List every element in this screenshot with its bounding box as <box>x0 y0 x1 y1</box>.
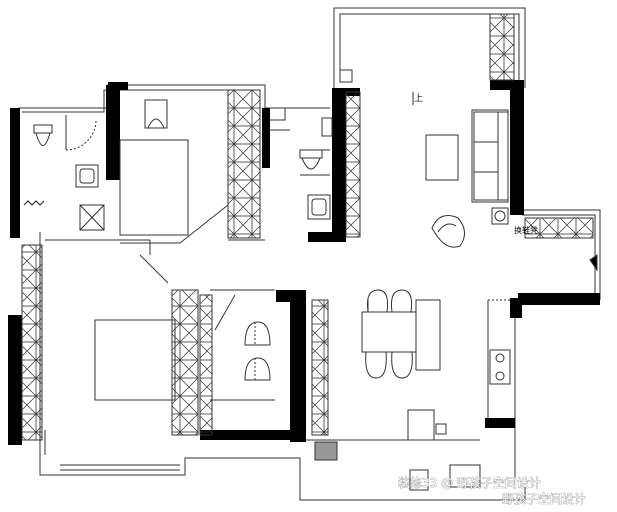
living-room <box>339 69 509 248</box>
chair-top-a <box>367 289 389 313</box>
toilet-1-tank <box>33 124 53 134</box>
armchair <box>431 215 465 248</box>
cabinet-bath1 <box>79 204 105 231</box>
watermark-line-1: 装修33 @ 野孩子空间设计 <box>398 475 541 490</box>
hatched-corner <box>314 441 338 461</box>
sofa-cushion-2 <box>473 141 499 173</box>
wardrobe-mid-a <box>171 289 199 436</box>
wall-balcony-corner <box>490 80 524 90</box>
chair-top-1 <box>147 118 165 129</box>
toilet-2-bowl <box>301 157 321 170</box>
study-chair-1 <box>244 321 271 346</box>
stove <box>489 349 511 385</box>
bed-master <box>94 319 176 401</box>
sofa-base <box>471 109 509 203</box>
study <box>244 321 271 381</box>
cabinet-kitchen <box>524 217 594 239</box>
sink-2-basin <box>311 198 327 216</box>
counter-item <box>435 423 447 435</box>
bathroom-1 <box>23 115 105 231</box>
cabinet-dining <box>311 299 329 436</box>
sink-2 <box>307 194 331 220</box>
wall-kitchen-right <box>510 298 522 318</box>
wall-right-bottom <box>485 418 515 428</box>
wall-kitchen-top <box>518 293 600 305</box>
dining-table <box>361 311 417 353</box>
master-bedroom <box>44 319 176 455</box>
sofa-cushion-1 <box>473 111 499 143</box>
bedroom-1 <box>119 99 189 236</box>
coffee-table <box>425 134 459 181</box>
side-table <box>491 207 509 225</box>
wall-bath2-bottom <box>308 232 346 242</box>
sink-1-basin <box>79 168 95 184</box>
chair-top-b <box>391 289 413 313</box>
wardrobe-mid-b <box>199 294 213 436</box>
watermark-line-2: 野孩子空间设计 <box>502 492 586 506</box>
wardrobe-balcony <box>489 13 515 81</box>
toilet-2-tank <box>299 149 323 159</box>
wall-bottom-corridor <box>200 430 304 440</box>
sink-kitchen <box>449 464 481 488</box>
bathroom-2 <box>270 117 333 220</box>
bed-1 <box>119 139 189 236</box>
appliance-bottom <box>409 469 429 491</box>
sofa-back <box>497 111 509 201</box>
wall-left-mid <box>8 315 22 445</box>
wardrobe-bath2-wall <box>345 91 361 238</box>
dining-island <box>415 299 441 371</box>
wall-top-bar <box>108 82 128 90</box>
up-arrow-label: 上 <box>414 93 423 104</box>
wall-balcony-right <box>510 80 524 215</box>
balcony-plant <box>339 69 353 83</box>
toilet-1-bowl <box>35 132 51 146</box>
wardrobes <box>21 13 594 441</box>
wall-left-top <box>10 108 20 238</box>
bedside-top-1 <box>144 99 168 129</box>
sink-1 <box>75 164 99 188</box>
wardrobe-bed1 <box>227 89 261 239</box>
fridge <box>407 409 435 441</box>
shower-mark <box>23 200 45 206</box>
wall-mid-post <box>290 290 306 442</box>
wardrobe-left <box>21 244 43 441</box>
kitchen <box>314 254 598 491</box>
walls <box>8 80 600 445</box>
shoe-cabinet-label: 换鞋凳 <box>514 225 538 235</box>
wall-top-bed1 <box>106 85 120 180</box>
wall-bath2-right <box>332 88 346 238</box>
chair-bottom-a <box>365 351 387 379</box>
bath2-small-box <box>321 117 333 137</box>
sofa-cushion-3 <box>473 171 499 201</box>
dining-area <box>361 289 441 379</box>
wall-bath2-left <box>262 108 270 168</box>
study-chair-2 <box>244 357 271 381</box>
chair-bottom-b <box>391 351 413 379</box>
